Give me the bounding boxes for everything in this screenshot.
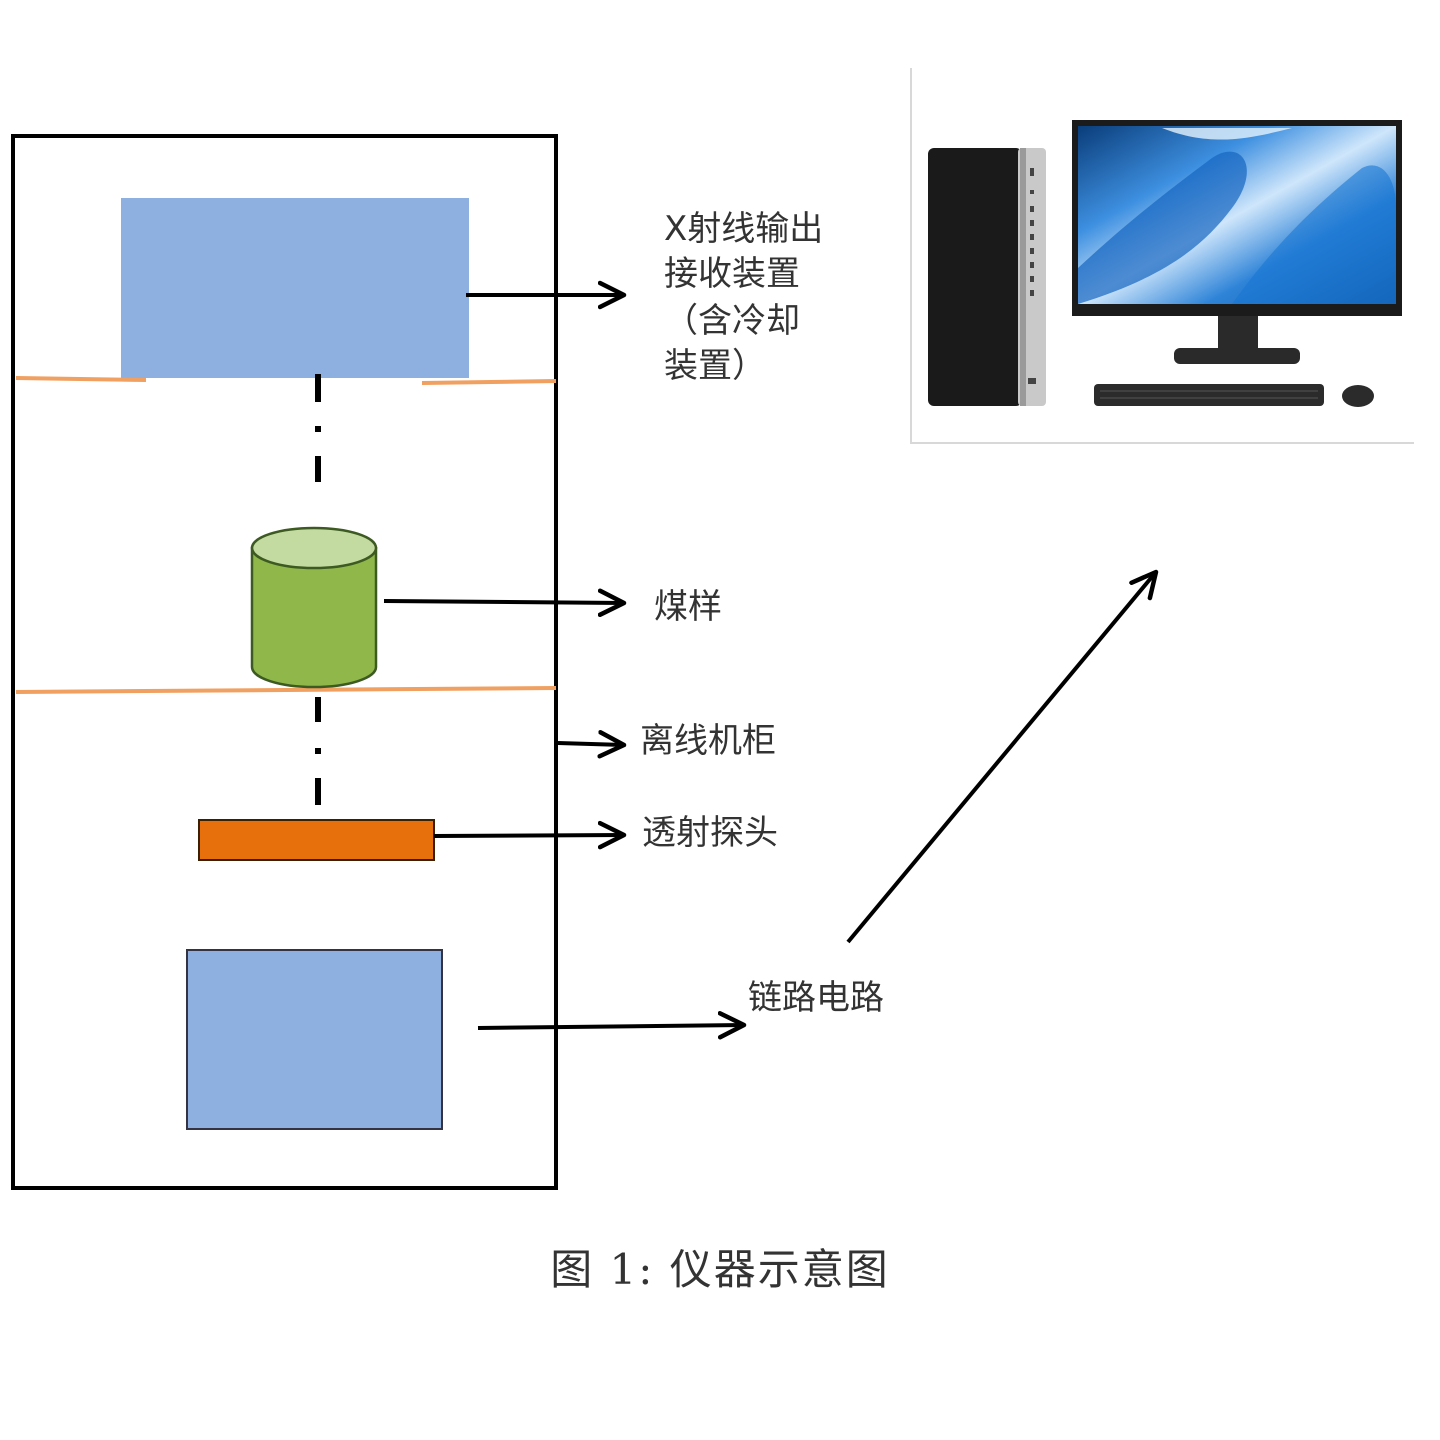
mouse-icon [1342, 385, 1374, 407]
coal-sample-cylinder [250, 526, 378, 689]
circuit-box [186, 949, 443, 1130]
xray-label-line3: （含冷却 [664, 301, 800, 341]
computer-image [910, 68, 1414, 444]
circuit-label: 链路电路 [748, 978, 884, 1018]
cabinet-arrow [557, 743, 624, 745]
monitor-icon [1072, 120, 1402, 364]
xray-unit-box [121, 198, 469, 378]
to-computer-arrow [846, 572, 1156, 944]
probe-label: 透射探头 [642, 813, 778, 853]
coal-sample-arrow [383, 601, 624, 603]
figure-caption: 图 1: 仪器示意图 [550, 1245, 890, 1294]
cabinet-label: 离线机柜 [640, 721, 776, 761]
lower-shelf [15, 686, 557, 694]
upper-shelf-right [421, 379, 557, 385]
xray-label-line2: 接收装置 [664, 254, 800, 294]
probe-arrow [433, 835, 624, 836]
xray-label-line4: 装置） [664, 346, 766, 386]
transmission-probe-bar [198, 819, 435, 861]
keyboard-icon [1094, 384, 1324, 406]
pc-tower-icon [928, 148, 1046, 406]
upper-shelf-left [15, 376, 147, 382]
coal-sample-label: 煤样 [654, 587, 722, 627]
circuit-arrow [477, 1025, 744, 1028]
xray-label-line1: X射线输出 [664, 209, 824, 249]
offline-cabinet-frame [11, 134, 558, 1190]
